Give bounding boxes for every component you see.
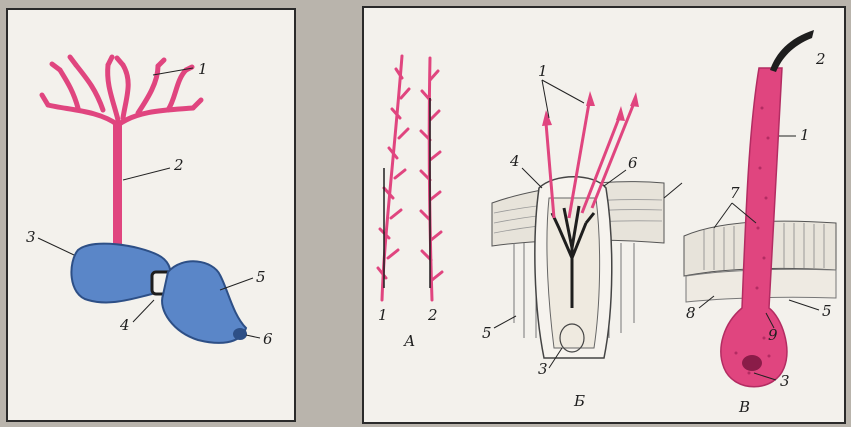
axon [113,124,122,248]
label-c-9: 9 [768,326,778,344]
label-c-7: 7 [730,184,740,202]
sensory-structures-illustration: 1 2 А [364,8,848,426]
cell-body-5 [162,261,246,343]
label-2: 2 [173,156,184,174]
dendrite-tree [42,57,201,125]
label-a-2: 2 [427,306,438,324]
figure-b-organ [492,91,664,358]
label-6: 6 [263,330,273,348]
label-b-3: 3 [538,360,548,378]
caption-b: Б [573,392,585,410]
label-c-5: 5 [822,302,832,320]
label-a-1: 1 [378,306,388,324]
label-4: 4 [119,316,130,334]
caption-c: В [738,398,750,416]
figure-c-follicle [684,30,836,387]
label-b-6: 6 [628,154,638,172]
caption-a: А [403,332,415,350]
label-3: 3 [26,228,36,246]
label-b-1: 1 [538,62,548,80]
right-diagram-panel: 1 2 А [362,6,846,424]
label-c-1: 1 [800,126,810,144]
label-b-4: 4 [509,152,520,170]
label-c-3: 3 [780,372,790,390]
label-1: 1 [198,60,208,78]
tip-6 [233,328,247,340]
label-b-5: 5 [482,324,492,342]
left-diagram-panel: 1 2 3 4 5 6 [6,8,296,422]
label-c-2: 2 [815,50,826,68]
label-5: 5 [256,268,266,286]
figure-a-hairs [378,56,442,300]
neuron-illustration: 1 2 3 4 5 6 [8,10,298,424]
label-c-8: 8 [686,304,696,322]
